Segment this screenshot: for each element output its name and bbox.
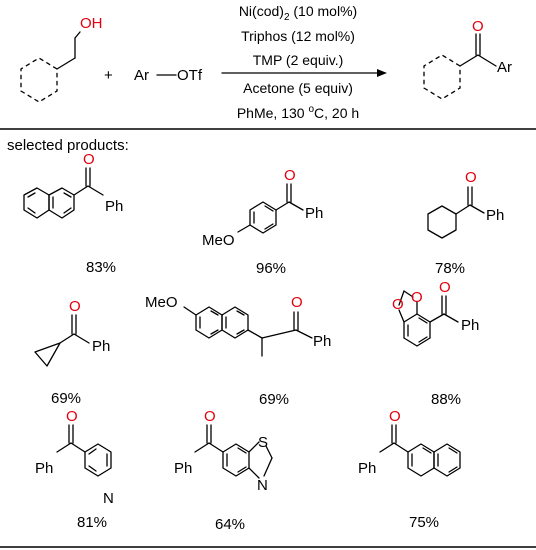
- yield-product-9: 75%: [409, 514, 439, 531]
- ketone-oxygen-label: O: [472, 18, 484, 35]
- yield-product-1: 83%: [86, 259, 116, 276]
- atom-phenyl: Ph: [305, 205, 323, 222]
- condition-solvent: PhMe, 130 oC, 20 h: [237, 104, 359, 121]
- yield-product-8: 64%: [215, 516, 245, 533]
- alcohol-oh-label: OH: [80, 15, 103, 32]
- atom-oxygen: O: [392, 296, 404, 313]
- atom-phenyl: Ph: [358, 460, 376, 477]
- product-cyclopropyl: O Ph: [34, 298, 110, 367]
- condition-additive: Acetone (5 equiv): [243, 80, 353, 96]
- yield-product-5: 69%: [259, 391, 289, 408]
- condition-base: TMP (2 equiv.): [253, 52, 344, 68]
- product-naphthyl: O Ph: [23, 151, 123, 219]
- atom-oxygen: O: [66, 408, 78, 425]
- atom-oxygen: O: [465, 169, 477, 186]
- product-general: O Ar: [423, 18, 512, 100]
- atom-oxygen: O: [69, 298, 81, 315]
- yield-product-2: 96%: [256, 260, 286, 277]
- atom-oxygen: O: [439, 279, 451, 296]
- atom-oxygen: O: [284, 167, 296, 184]
- atom-phenyl: Ph: [313, 333, 331, 350]
- atom-oxygen: O: [291, 294, 303, 311]
- reaction-arrow: [221, 69, 387, 77]
- atom-phenyl: Ph: [92, 338, 110, 355]
- atom-oxygen: O: [389, 408, 401, 425]
- atom-phenyl: Ph: [174, 460, 192, 477]
- triflate-label: OTf: [177, 67, 203, 84]
- atom-phenyl: Ph: [35, 460, 53, 477]
- atom-nitrogen: N: [257, 477, 268, 494]
- atom-sulfur: S: [258, 434, 268, 451]
- atom-phenyl: Ph: [486, 207, 504, 224]
- yield-product-6: 88%: [431, 391, 461, 408]
- atom-methoxy: MeO: [145, 294, 178, 311]
- product-naproxen: O Ph MeO: [145, 294, 331, 357]
- condition-ligand: Triphos (12 mol%): [241, 28, 355, 44]
- section-label: selected products:: [7, 137, 129, 154]
- atom-methoxy: MeO: [202, 232, 235, 249]
- starting-alcohol: OH: [20, 15, 103, 103]
- plus-sign: +: [104, 67, 113, 84]
- aryl-triflate: Ar OTf: [134, 67, 203, 84]
- product-benzodioxole: O O O Ph: [392, 279, 479, 347]
- product-benzothiazole: O Ph S N: [174, 408, 273, 494]
- product-cyclohexyl: O Ph: [427, 169, 504, 239]
- yield-product-3: 78%: [435, 260, 465, 277]
- product-methoxyphenyl: O Ph MeO: [202, 167, 323, 249]
- atom-oxygen: O: [411, 289, 423, 306]
- yield-product-4: 69%: [51, 390, 81, 407]
- condition-catalyst: Ni(cod)2 (10 mol%): [239, 3, 357, 23]
- product-naphthyl-2: O Ph: [358, 408, 461, 477]
- atom-oxygen: O: [83, 151, 95, 168]
- atom-phenyl: Ph: [461, 317, 479, 334]
- atom-phenyl: Ph: [105, 198, 123, 215]
- atom-nitrogen: N: [103, 490, 114, 507]
- aryl-label: Ar: [134, 67, 149, 84]
- product-aryl-label: Ar: [497, 59, 512, 76]
- yield-product-7: 81%: [77, 514, 107, 531]
- product-pyridyl: O Ph N: [35, 408, 114, 507]
- atom-oxygen: O: [204, 408, 216, 425]
